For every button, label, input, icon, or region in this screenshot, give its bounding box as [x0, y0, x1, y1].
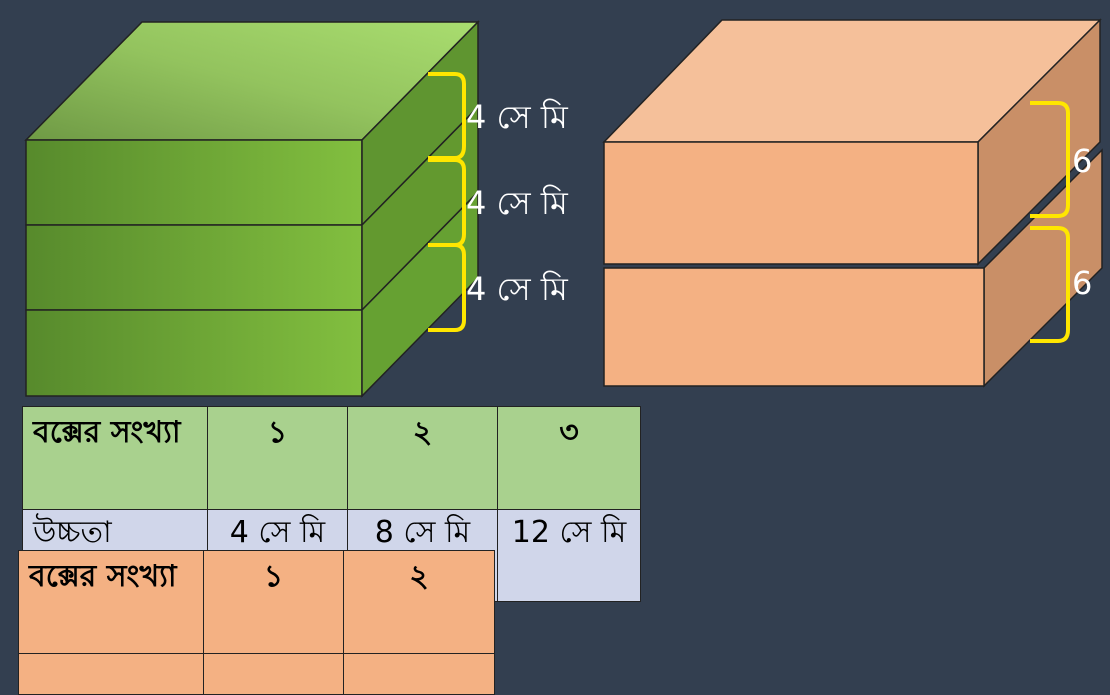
table-cell: 12 সে মি — [497, 509, 641, 602]
green-height-label-3: 4 সে মি — [466, 270, 569, 308]
table-header-cell: ১ — [207, 406, 348, 510]
brace-green-3 — [428, 243, 466, 332]
table-cell — [343, 653, 495, 695]
orange-height-label-1: 6 — [1072, 142, 1092, 180]
green-braces — [428, 72, 466, 332]
table-cell — [18, 653, 204, 695]
table-header-cell: ২ — [347, 406, 498, 510]
table-header-row: বক্সের সংখ্যা ১ ২ — [18, 550, 495, 654]
table-row — [18, 653, 495, 695]
table-header-cell: ৩ — [497, 406, 641, 510]
orange-height-label-2: 6 — [1072, 264, 1092, 302]
brace-orange-2 — [1030, 226, 1070, 343]
table-header-row: বক্সের সংখ্যা ১ ২ ৩ — [22, 406, 641, 510]
green-height-label-1: 4 সে মি — [466, 98, 569, 136]
boxes-diagram: 4 সে মি 4 সে মি 4 সে মি 6 6 — [24, 18, 1103, 398]
orange-box-bottom — [603, 148, 1103, 388]
table-header-cell: ২ — [343, 550, 495, 654]
green-box-stack — [24, 20, 480, 398]
orange-braces — [1030, 101, 1070, 343]
brace-orange-1 — [1030, 101, 1070, 218]
green-box-1 — [25, 20, 479, 227]
green-height-label-2: 4 সে মি — [466, 184, 569, 222]
orange-height-table: বক্সের সংখ্যা ১ ২ — [18, 550, 495, 695]
brace-green-1 — [428, 72, 466, 160]
orange-box-top — [602, 18, 1102, 266]
orange-box-stack — [602, 18, 1103, 388]
table-header-cell: বক্সের সংখ্যা — [18, 550, 204, 654]
table-header-cell: ১ — [203, 550, 344, 654]
table-cell — [203, 653, 344, 695]
table-header-cell: বক্সের সংখ্যা — [22, 406, 208, 510]
